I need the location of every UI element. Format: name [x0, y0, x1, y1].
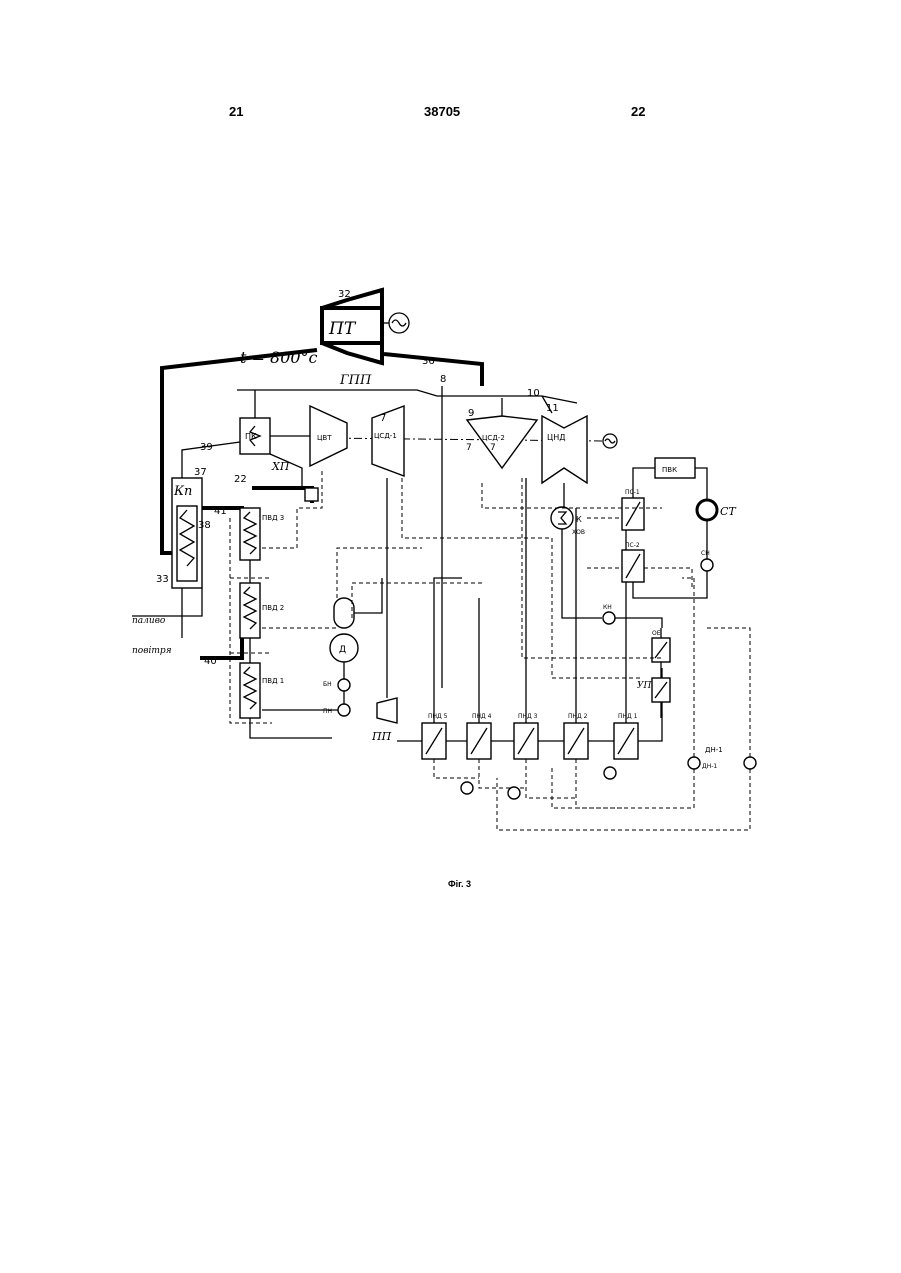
- pk-label: ПК: [245, 432, 257, 441]
- sn-pump-icon: [701, 559, 713, 571]
- kn-label: КН: [603, 604, 612, 611]
- pnd5-label: ПНД 5: [428, 713, 448, 720]
- thick-line-22: [252, 488, 312, 503]
- dn1-loop-1: [552, 768, 694, 808]
- num-36: 36: [422, 356, 435, 367]
- pvd2-label: ПВД 2: [262, 604, 284, 612]
- num-7-c: 7: [490, 443, 496, 453]
- main-generator-wave-icon: [605, 439, 615, 443]
- pvd3-heater: [240, 508, 260, 560]
- num-38: 38: [198, 520, 211, 531]
- num-22: 22: [234, 474, 247, 485]
- pt-label: ПТ: [328, 319, 357, 339]
- bn-pump-icon: [338, 679, 350, 691]
- sn-label: СН: [701, 550, 710, 557]
- csd2-label: ЦСД-2: [482, 434, 505, 442]
- gpp-label: ГПП: [339, 373, 372, 388]
- csd1-cylinder: [372, 406, 404, 476]
- num-41: 41: [214, 506, 227, 517]
- kn-output-line: [615, 618, 662, 628]
- air-label: повітря: [132, 646, 172, 656]
- pn-label: ПН: [323, 708, 332, 715]
- csd1-label: ЦСД-1: [374, 432, 397, 440]
- pvd3-label: ПВД 3: [262, 514, 284, 522]
- num-40: 40: [204, 656, 217, 667]
- num-7-a: 7: [380, 413, 386, 424]
- cnd-label: ЦНД: [547, 433, 565, 442]
- up-label: УП: [637, 681, 652, 691]
- pn-pump-icon: [338, 704, 350, 716]
- st-consumer-icon: [697, 500, 717, 520]
- ps2-label: ПС-2: [625, 542, 640, 549]
- drain-pump-3-icon: [604, 767, 616, 779]
- d-label: Д: [339, 645, 346, 655]
- num-32: 32: [338, 289, 351, 300]
- temperature-label: t = 800°c: [240, 348, 318, 367]
- thermal-scheme-figure: ПТ 32 t = 800°c 36 ГПП 8 10 11 9 7 7 7 П…: [122, 278, 762, 863]
- right-page-number: 22: [631, 104, 645, 119]
- k-label: К: [576, 515, 582, 524]
- st-label: СТ: [720, 505, 737, 518]
- left-page-number: 21: [229, 104, 243, 119]
- dn1-label-1: ДН-1: [702, 763, 717, 770]
- pvd-heaters: [230, 468, 422, 738]
- bn-label: БН: [323, 681, 332, 688]
- pt-generator-wave-icon: [392, 320, 406, 326]
- num-9: 9: [468, 408, 474, 419]
- pnd4-label: ПНД 4: [472, 713, 492, 720]
- cnd-cylinder: [542, 416, 587, 483]
- num-10: 10: [527, 388, 540, 399]
- deaerator-tank: [334, 598, 354, 628]
- top-steam-line: [237, 390, 577, 403]
- pvd2-heater: [240, 583, 260, 638]
- drain-pump-1-icon: [461, 782, 473, 794]
- pvd3-extraction-line: [262, 468, 322, 548]
- pnd1-label: ПНД 1: [618, 713, 638, 720]
- pvd-connecting-line: [250, 560, 332, 738]
- pnd-extraction-lines: [434, 478, 626, 723]
- num-39: 39: [200, 442, 213, 453]
- num-7-b: 7: [466, 443, 472, 453]
- drain-pump-2-icon: [508, 787, 520, 799]
- num-8: 8: [440, 374, 446, 385]
- pvd1-heater: [240, 663, 260, 718]
- oe-label: ОЕ: [652, 630, 661, 637]
- fuel-label: паливо: [132, 616, 166, 626]
- ps1-label: ПС-1: [625, 489, 640, 496]
- pnd2-label: ПНД 2: [568, 713, 588, 720]
- pp-turbine: [377, 698, 397, 723]
- dn1-pump-1-icon: [688, 757, 700, 769]
- dn1-label-2: ДН-1: [705, 746, 723, 754]
- condenser-line: [562, 483, 602, 618]
- pnd3-label: ПНД 3: [518, 713, 538, 720]
- dn1-pump-2-icon: [744, 757, 756, 769]
- hp-label: ХП: [271, 460, 290, 473]
- dn1-loop-2: [497, 769, 750, 830]
- num-11: 11: [546, 403, 559, 414]
- cvt-label: ЦВТ: [317, 434, 332, 442]
- pvk-label: ПВК: [662, 466, 677, 474]
- patent-number: 38705: [424, 104, 460, 119]
- hov-label: ХОВ: [572, 529, 585, 536]
- condenser-k: [551, 507, 573, 529]
- kn-pump-icon: [603, 612, 615, 624]
- feed-pump-line: [262, 662, 344, 710]
- hp-small-heater: [305, 488, 318, 501]
- thick-line-40: [200, 638, 242, 658]
- kp-label: Кп: [173, 484, 192, 499]
- fuel-input-line: [132, 588, 202, 616]
- num-37: 37: [194, 467, 207, 478]
- dn1-return-lines: [682, 578, 750, 757]
- csd2-cylinder: [467, 416, 537, 468]
- figure-caption: Фіг. 3: [448, 879, 471, 889]
- pp-label: ПП: [371, 730, 392, 743]
- pvd1-label: ПВД 1: [262, 677, 284, 685]
- num-33: 33: [156, 574, 169, 585]
